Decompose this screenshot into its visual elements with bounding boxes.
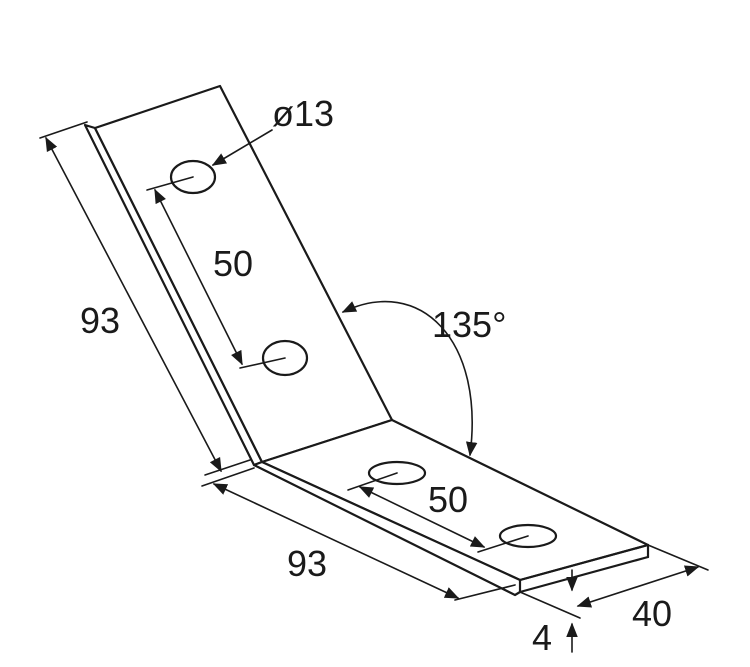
label-width: 40: [632, 593, 672, 634]
label-upper-leg-length: 93: [80, 300, 120, 341]
label-thickness: 4: [532, 617, 552, 658]
label-lower-hole-spacing: 50: [428, 479, 468, 520]
dimension-upper-hole-spacing: [146, 176, 286, 369]
dimension-upper-leg-length: [39, 121, 251, 476]
dimension-angle: [341, 300, 478, 457]
label-lower-leg-length: 93: [287, 543, 327, 584]
label-angle: 135°: [432, 304, 506, 345]
dimension-lower-leg-length: [201, 467, 516, 601]
dimension-lower-hole-spacing: [347, 472, 529, 553]
dimension-width: [519, 544, 709, 619]
dimension-hole-diameter-leader: [211, 129, 273, 166]
label-upper-hole-spacing: 50: [213, 243, 253, 284]
label-hole-diameter: ø13: [272, 93, 334, 134]
